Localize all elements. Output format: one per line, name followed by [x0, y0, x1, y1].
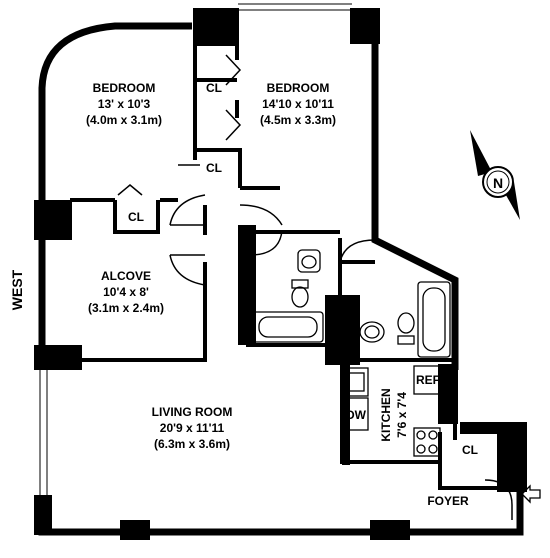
bedroom-2-name: BEDROOM	[267, 81, 330, 95]
bedroom-1-name: BEDROOM	[93, 81, 156, 95]
bedroom-2-dimensions: 14'10 x 10'11	[262, 97, 334, 111]
bedroom-1-metric: (4.0m x 3.1m)	[86, 113, 162, 127]
west-label: WEST	[9, 269, 25, 310]
thick-partitions	[238, 225, 360, 465]
living-room-name: LIVING ROOM	[152, 405, 233, 419]
room-labels: BEDROOM 13' x 10'3 (4.0m x 3.1m) BEDROOM…	[9, 81, 478, 508]
kitchen-name: KITCHEN	[379, 388, 393, 441]
kitchen-dimensions: 7'6 x 7'4	[395, 392, 409, 438]
foyer-name: FOYER	[427, 494, 469, 508]
door-swings	[117, 54, 513, 520]
bedroom-1-dimensions: 13' x 10'3	[98, 97, 151, 111]
dishwasher-label: DW	[346, 408, 367, 422]
closet-label-1: CL	[206, 81, 222, 95]
entry-arrow-icon	[521, 484, 541, 504]
west-window	[39, 368, 48, 500]
living-room-metric: (6.3m x 3.6m)	[154, 437, 230, 451]
compass: N	[470, 130, 520, 220]
living-room-dimensions: 20'9 x 11'11	[160, 421, 225, 435]
kitchen-fixtures	[343, 365, 441, 457]
alcove-metric: (3.1m x 2.4m)	[88, 301, 164, 315]
closet-label-3: CL	[128, 210, 144, 224]
top-window	[238, 3, 352, 11]
bedroom-2-metric: (4.5m x 3.3m)	[260, 113, 336, 127]
bath-fixtures	[252, 249, 451, 358]
closet-label-2: CL	[206, 161, 222, 175]
closet-label-4: CL	[462, 443, 478, 457]
alcove-name: ALCOVE	[101, 269, 151, 283]
compass-north-label: N	[493, 175, 503, 191]
refrigerator-label: REF	[416, 373, 440, 387]
alcove-dimensions: 10'4 x 8'	[103, 285, 149, 299]
